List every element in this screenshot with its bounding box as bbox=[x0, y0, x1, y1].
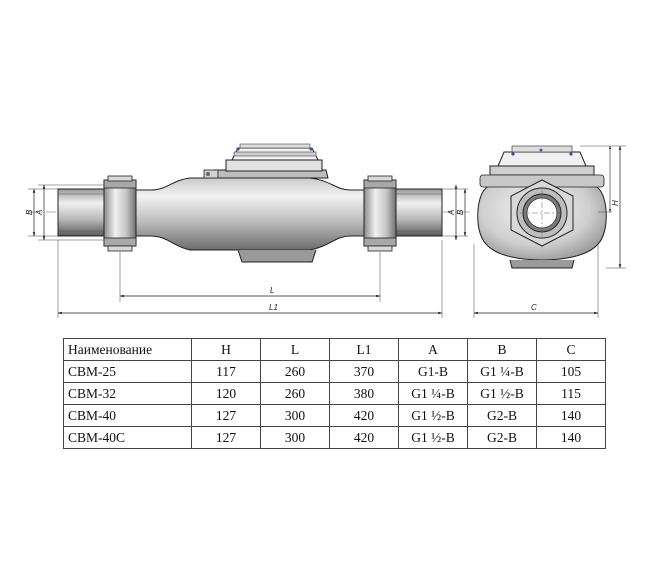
cell-l1: 370 bbox=[329, 360, 399, 383]
cell-b: G2-B bbox=[467, 426, 537, 449]
table-row: СВМ-40С 127 300 420 G1 ½-B G2-B 140 bbox=[63, 426, 606, 449]
header-h: H bbox=[191, 338, 261, 361]
left-thread-end bbox=[57, 188, 105, 237]
cell-l: 300 bbox=[260, 404, 330, 427]
cell-c: 140 bbox=[536, 426, 606, 449]
header-name: Наименование bbox=[63, 338, 192, 361]
side-view: H C bbox=[473, 145, 626, 318]
cell-l1: 380 bbox=[329, 382, 399, 405]
cell-a: G1 ½-B bbox=[398, 404, 468, 427]
cell-l: 260 bbox=[260, 382, 330, 405]
dimension-b-right-label: B bbox=[456, 209, 465, 215]
cell-h: 120 bbox=[191, 382, 261, 405]
cell-a: G1 ¼-B bbox=[398, 382, 468, 405]
front-view: B A A B L L1 bbox=[25, 143, 470, 318]
header-a: A bbox=[398, 338, 468, 361]
cell-l1: 420 bbox=[329, 426, 399, 449]
cell-c: 115 bbox=[536, 382, 606, 405]
dimension-c-label: C bbox=[531, 303, 537, 312]
header-b: B bbox=[467, 338, 537, 361]
header-l: L bbox=[260, 338, 330, 361]
cell-b: G1 ¼-B bbox=[467, 360, 537, 383]
dimension-l1-label: L1 bbox=[269, 303, 278, 312]
cell-h: 127 bbox=[191, 426, 261, 449]
cell-b: G2-B bbox=[467, 404, 537, 427]
cell-a: G1-B bbox=[398, 360, 468, 383]
cell-name: СВМ-32 bbox=[63, 382, 192, 405]
dimension-l-label: L bbox=[270, 286, 274, 295]
left-union-nut bbox=[103, 179, 137, 247]
header-l1: L1 bbox=[329, 338, 399, 361]
right-thread-end bbox=[395, 188, 443, 237]
table-row: СВМ-32 120 260 380 G1 ¼-B G1 ½-B 115 bbox=[63, 382, 606, 405]
meter-technical-drawing: B A A B L L1 bbox=[25, 143, 626, 318]
dimension-a-label: A bbox=[35, 210, 44, 216]
cell-l: 300 bbox=[260, 426, 330, 449]
cell-l1: 420 bbox=[329, 404, 399, 427]
cell-b: G1 ½-B bbox=[467, 382, 537, 405]
cell-a: G1 ½-B bbox=[398, 426, 468, 449]
cell-h: 117 bbox=[191, 360, 261, 383]
dimension-b-label: B bbox=[25, 209, 34, 215]
cell-name: СВМ-40 bbox=[63, 404, 192, 427]
cell-c: 105 bbox=[536, 360, 606, 383]
spec-table: Наименование H L L1 A B C СВМ-25 117 260… bbox=[63, 338, 606, 449]
cell-h: 127 bbox=[191, 404, 261, 427]
meter-body bbox=[135, 177, 365, 251]
dimension-a-right-label: A bbox=[447, 210, 456, 216]
cell-name: СВМ-40С bbox=[63, 426, 192, 449]
cell-l: 260 bbox=[260, 360, 330, 383]
dimension-h-label: H bbox=[611, 200, 620, 206]
cell-name: СВМ-25 bbox=[63, 360, 192, 383]
right-union-nut bbox=[363, 179, 397, 247]
register-head bbox=[203, 143, 329, 179]
table-row: СВМ-40 127 300 420 G1 ½-B G2-B 140 bbox=[63, 404, 606, 427]
header-c: C bbox=[536, 338, 606, 361]
table-row: СВМ-25 117 260 370 G1-B G1 ¼-B 105 bbox=[63, 360, 606, 383]
table-header-row: Наименование H L L1 A B C bbox=[63, 338, 606, 361]
cell-c: 140 bbox=[536, 404, 606, 427]
